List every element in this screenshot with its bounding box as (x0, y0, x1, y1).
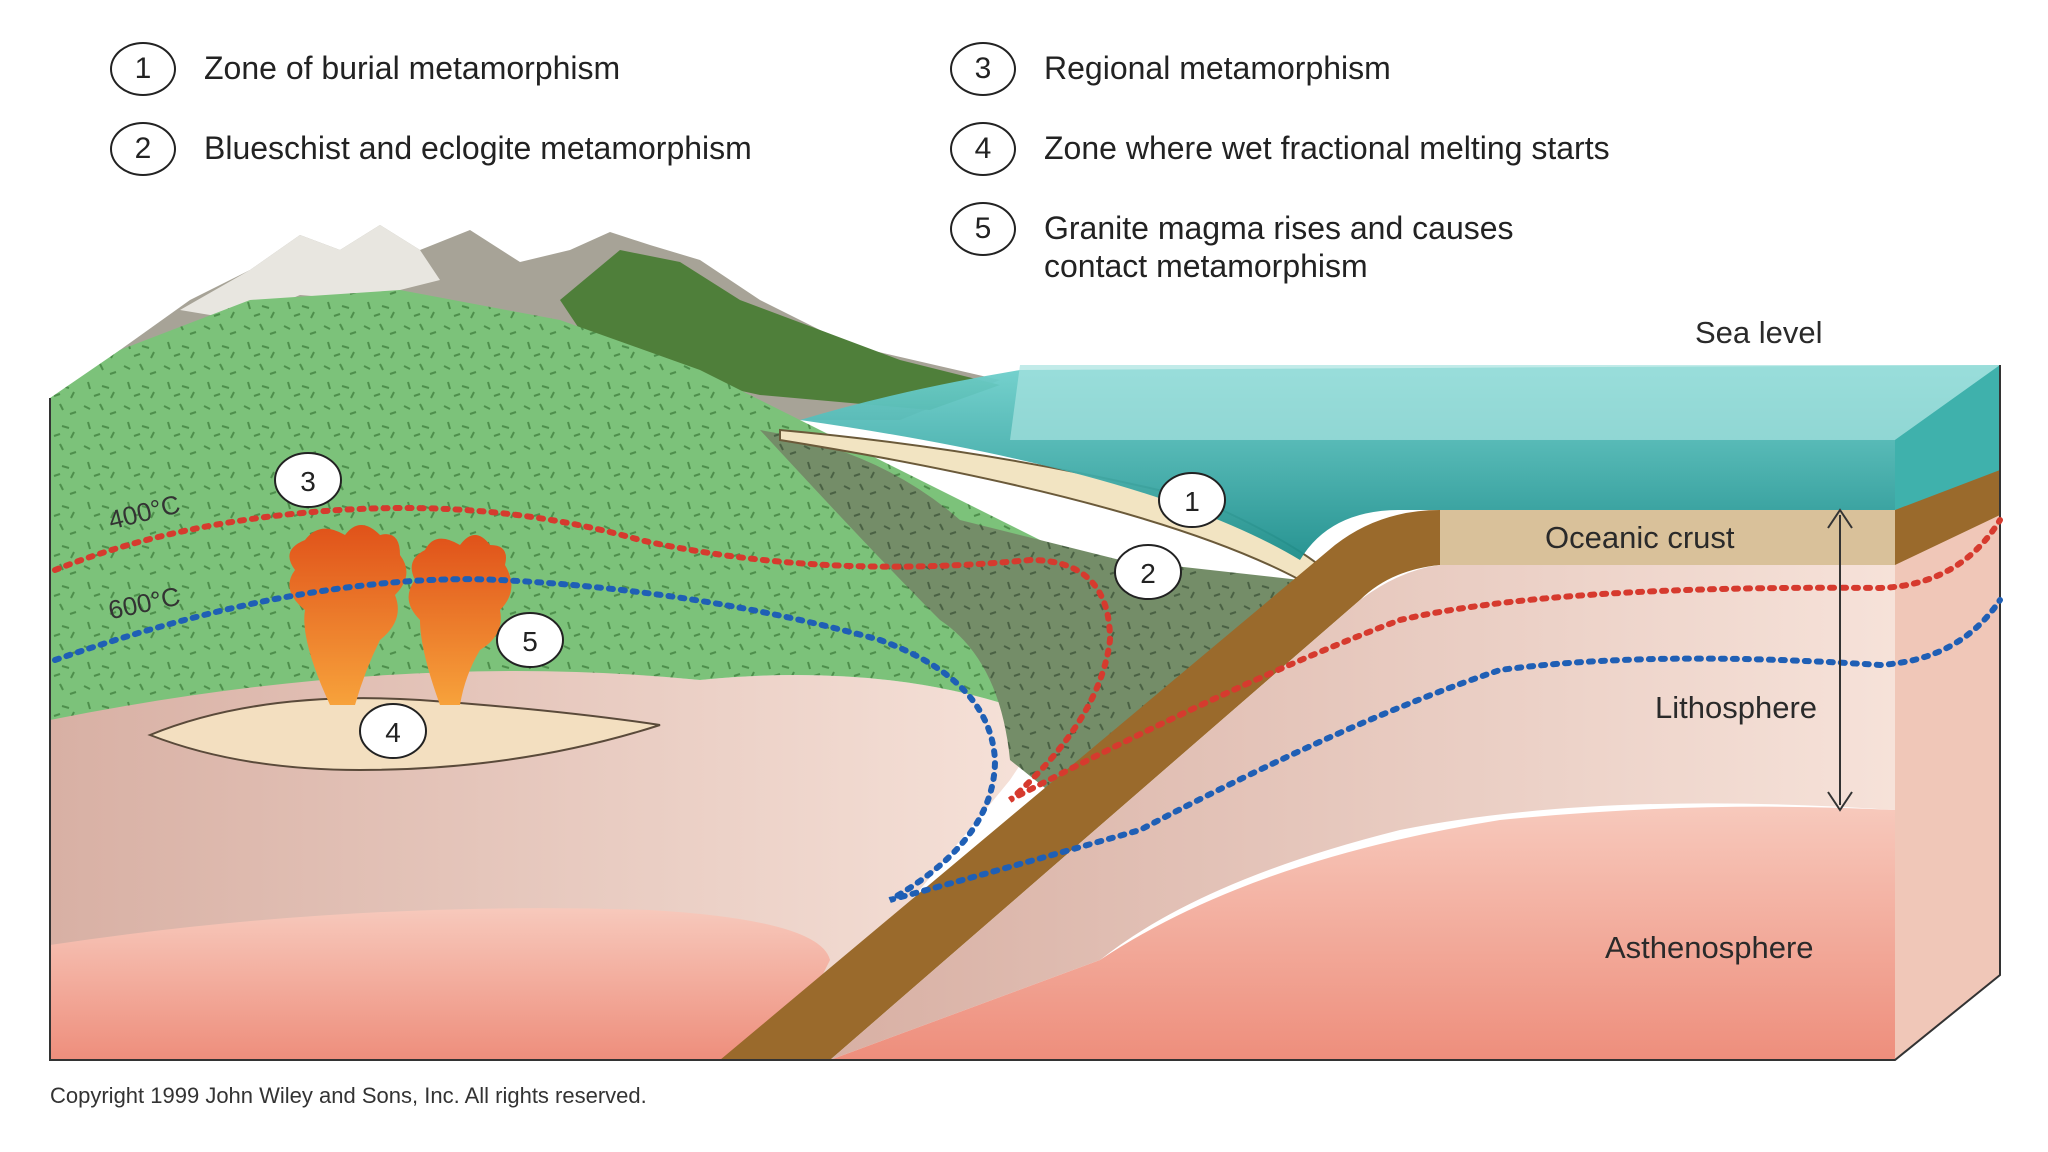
lithosphere-label: Lithosphere (1655, 690, 1818, 725)
sea-level-label: Sea level (1695, 315, 1823, 350)
legend-text: Regional metamorphism (1044, 50, 1391, 86)
svg-text:5: 5 (522, 626, 538, 657)
copyright-notice: Copyright 1999 John Wiley and Sons, Inc.… (50, 1083, 647, 1108)
block-outline (49, 365, 2001, 1061)
svg-text:3: 3 (300, 466, 316, 497)
oceanic-crust-label: Oceanic crust (1545, 520, 1735, 555)
sea-side-face (1895, 365, 2000, 510)
legend-number: 4 (950, 122, 1016, 176)
legend-item-1: 1 Zone of burial metamorphism (110, 42, 620, 96)
metamorphic-zone (760, 430, 1300, 800)
isotherm-600 (52, 576, 2003, 903)
legend-number: 3 (950, 42, 1016, 96)
legend-text: Granite magma rises and causes contact m… (1044, 210, 1514, 284)
legend-number: 1 (110, 42, 176, 96)
svg-text:4: 4 (385, 717, 401, 748)
lithosphere-arrow-up (1827, 508, 1853, 529)
marker-1: 1 (1158, 472, 1226, 528)
legend-item-4: 4 Zone where wet fractional melting star… (950, 122, 1610, 176)
legend-text: Zone where wet fractional melting starts (1044, 130, 1610, 166)
asthenosphere-label: Asthenosphere (1605, 930, 1814, 965)
marker-2: 2 (1114, 544, 1182, 600)
svg-text:1: 1 (1184, 486, 1200, 517)
isotherm-400 (52, 505, 2003, 803)
legend-item-2: 2 Blueschist and eclogite metamorphism (110, 122, 752, 176)
marker-3: 3 (274, 452, 342, 508)
continental-crust (50, 290, 1120, 720)
legend-item-3: 3 Regional metamorphism (950, 42, 1391, 96)
block-side-slab (1895, 470, 2000, 565)
legend-text: Blueschist and eclogite metamorphism (204, 130, 752, 166)
marker-5: 5 (496, 612, 564, 668)
oceanic-crust-block (1440, 510, 1895, 565)
marker-4: 4 (359, 703, 427, 759)
oceanic-lithosphere (830, 565, 1895, 1060)
asthenosphere-right (830, 806, 1895, 1060)
svg-text:2: 2 (1140, 558, 1156, 589)
legend-item-5: 5 Granite magma rises and causes contact… (950, 202, 1514, 285)
asthenosphere-left (50, 908, 830, 1060)
magma-plume-left (289, 525, 407, 705)
block-side-face (1895, 480, 2000, 1060)
sea-surface (1010, 365, 2000, 440)
legend-number: 2 (110, 122, 176, 176)
lithosphere-arrow-down (1827, 791, 1853, 812)
legend-text: Zone of burial metamorphism (204, 50, 621, 86)
legend-number: 5 (950, 202, 1016, 256)
